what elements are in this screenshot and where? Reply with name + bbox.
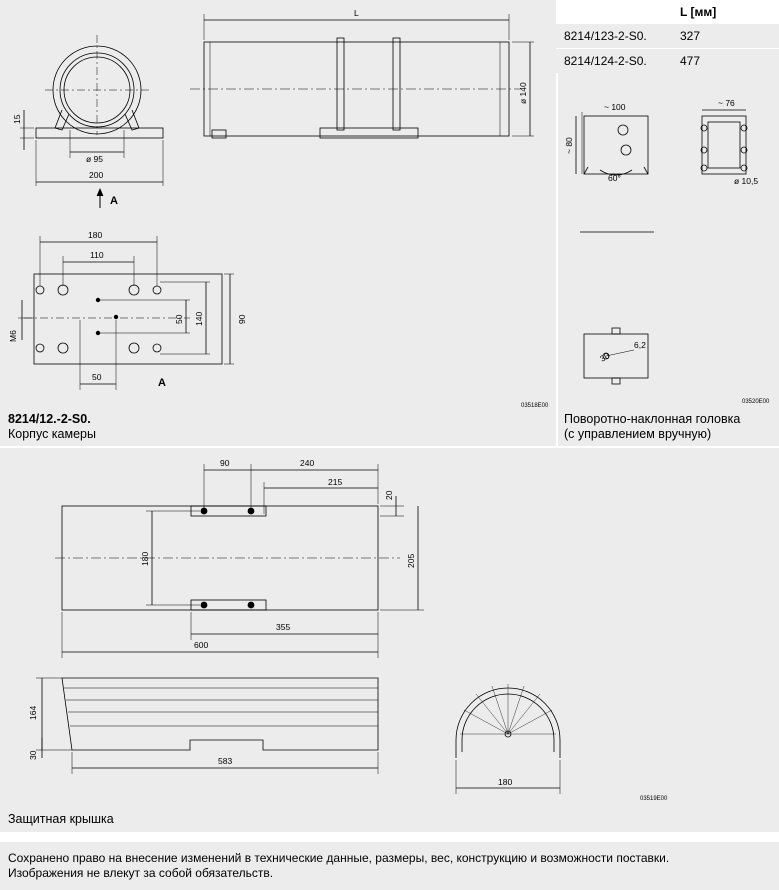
table-row: 8214/124-2-S0. 477: [556, 48, 779, 73]
dim-h140: 140: [194, 312, 204, 326]
dim-ring-dia: ø 95: [86, 154, 103, 164]
dim-base-width: 200: [89, 170, 103, 180]
dim-head-hole: ø 10,5: [734, 176, 758, 186]
head-drawing: ~ 100 ~ 80 60° ~ 76 ø 10,5 30 6,2 03520E…: [564, 98, 770, 405]
housing-model: 8214/12.-2-S0.: [8, 412, 91, 426]
dim-head-side-width: ~ 76: [718, 98, 735, 108]
dim-cover-215: 215: [328, 477, 342, 487]
cover-drawing: 90 240 215 20 180 205 355 600 164 30 583: [28, 458, 668, 802]
dim-cover-arc-180: 180: [498, 777, 512, 787]
dim-cover-600: 600: [194, 640, 208, 650]
cover-side-view: [36, 677, 379, 774]
table-cell-length: 327: [680, 29, 701, 43]
dim-cover-205: 205: [406, 554, 416, 568]
dim-top-180: 180: [88, 230, 102, 240]
housing-front-view: [20, 35, 164, 208]
footer-line2: Изображения не влекут за собой обязатель…: [8, 866, 274, 880]
housing-side-view: [190, 14, 534, 139]
head-caption-line1: Поворотно-наклонная головка: [564, 412, 741, 426]
housing-caption: Корпус камеры: [8, 427, 96, 441]
head-drawing-code: 03520E00: [742, 399, 770, 405]
table-cell-model: 8214/124-2-S0.: [564, 54, 647, 68]
head-top-view: [583, 327, 649, 385]
head-front-view: [575, 112, 654, 233]
panel-footer: [0, 842, 779, 890]
table-cell-length: 477: [680, 54, 701, 68]
dim-thread: M6: [8, 330, 18, 342]
head-side-view: [700, 109, 748, 175]
dim-cover-30: 30: [28, 750, 38, 760]
cover-end-view: [455, 684, 561, 794]
dim-length: L: [354, 8, 359, 18]
dim-h50: 50: [174, 314, 184, 324]
dim-cover-20: 20: [384, 490, 394, 500]
dim-cover-583: 583: [218, 756, 232, 766]
dim-cover-240: 240: [300, 458, 314, 468]
view-label-a-bottom: A: [158, 377, 166, 389]
dim-bottom-50: 50: [92, 372, 102, 382]
housing-plan-view: [18, 236, 234, 390]
view-label-a-top: A: [110, 195, 118, 207]
dim-body-dia: ø 140: [518, 82, 528, 104]
housing-drawing: ø 95 200 15 A L ø 140: [8, 8, 549, 409]
table-cell-model: 8214/123-2-S0.: [564, 29, 647, 43]
dim-h90: 90: [237, 314, 247, 324]
panel-housing: [0, 0, 556, 446]
dim-cover-164: 164: [28, 706, 38, 720]
cover-drawing-code: 03519E00: [640, 796, 668, 802]
dim-head-height: ~ 80: [564, 137, 574, 154]
dim-base-height: 15: [12, 114, 22, 124]
dim-head-angle: 60°: [608, 173, 621, 183]
dim-cover-180: 180: [140, 552, 150, 566]
table-row: 8214/123-2-S0. 327: [556, 24, 779, 48]
cover-top-view: [55, 464, 424, 658]
dim-cover-355: 355: [276, 622, 290, 632]
cover-caption: Защитная крышка: [8, 812, 114, 826]
housing-drawing-code: 03518E00: [521, 403, 549, 409]
dim-head-width: ~ 100: [604, 102, 626, 112]
footer-note: Сохранено право на внесение изменений в …: [8, 851, 669, 881]
footer-line1: Сохранено право на внесение изменений в …: [8, 851, 670, 865]
panel-head: [558, 72, 779, 446]
dim-cover-90: 90: [220, 458, 230, 468]
table-header-length: L [мм]: [680, 5, 717, 19]
dim-top-110: 110: [90, 250, 104, 260]
dim-head-radius: 30: [598, 350, 611, 364]
dim-head-62: 6,2: [634, 340, 646, 350]
head-caption-line2: (с управлением вручную): [564, 427, 712, 441]
